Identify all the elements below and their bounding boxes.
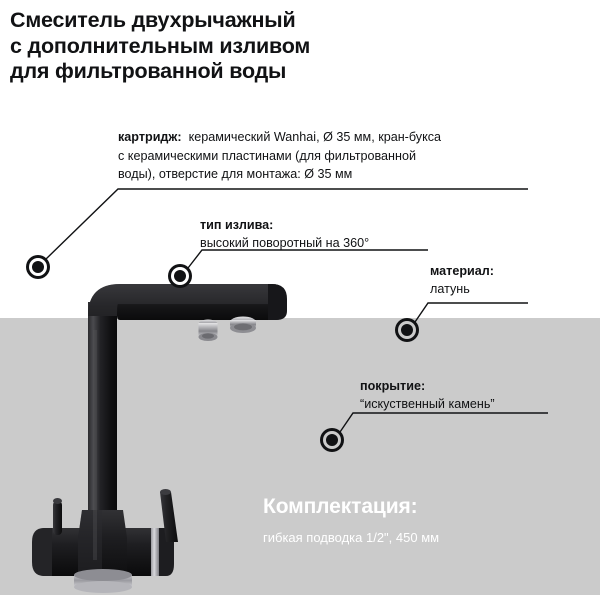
kit-section: Комплектация: гибкая подводка 1/2", 450 … (263, 494, 583, 546)
page-title-line-2: с дополнительным изливом (10, 33, 311, 58)
aerator-outlets (198, 316, 256, 341)
callout-material-label: материал: (430, 264, 494, 278)
callout-cartridge-row-1: картридж: керамический Wanhai, Ø 35 мм, … (118, 128, 530, 147)
callout-cartridge-value-3: воды), отверстие для монтажа: Ø 35 мм (118, 167, 353, 181)
handle-left (53, 498, 62, 535)
callout-spout-type-value: высокий поворотный на 360° (200, 236, 370, 250)
faucet-base (74, 569, 132, 593)
kit-title: Комплектация: (263, 495, 418, 518)
handle-right (160, 489, 178, 542)
kit-item-1: гибкая подводка 1/2", 450 мм (263, 530, 440, 545)
callout-cartridge-value-1: керамический Wanhai, Ø 35 мм, кран-букса (188, 130, 442, 144)
faucet-illustration (32, 284, 287, 593)
callout-material: материал: латунь (430, 262, 590, 298)
callout-spout-type: тип излива: высокий поворотный на 360° (200, 216, 500, 252)
callout-cartridge-label: картридж: (118, 130, 182, 144)
callout-material-value: латунь (430, 282, 470, 296)
callout-spout-type-label: тип излива: (200, 218, 274, 232)
callout-coating-value: “искуственный камень” (360, 397, 495, 411)
callout-cartridge-value-2: с керамическими пластинами (для фильтров… (118, 148, 416, 163)
callout-coating-label: покрытие: (360, 379, 426, 393)
page-title-line-3: для фильтрованной воды (10, 59, 287, 83)
callout-cartridge: картридж: керамический Wanhai, Ø 35 мм, … (118, 128, 530, 184)
page-title: Смеситель двухрычажный с дополнительным … (10, 8, 440, 85)
callout-coating: покрытие: “искуственный камень” (360, 377, 590, 413)
page-title-line-1: Смеситель двухрычажный (10, 8, 296, 32)
